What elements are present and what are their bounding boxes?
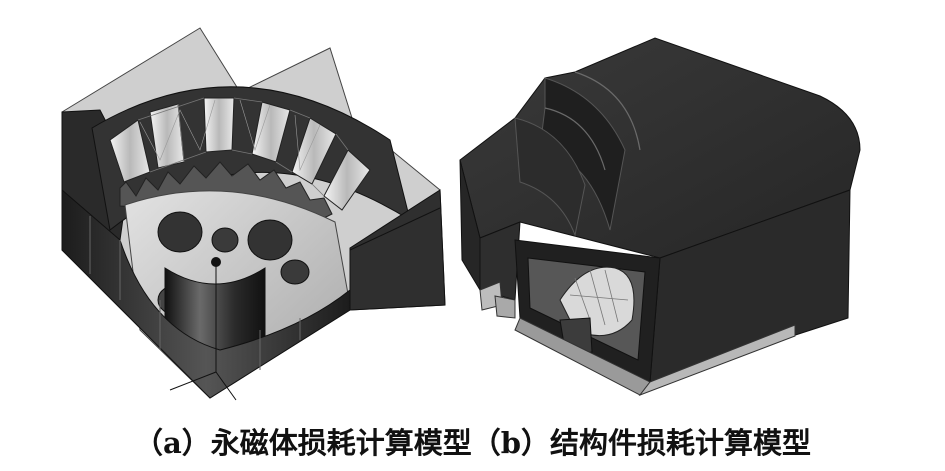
caption-a: （a）永磁体损耗计算模型	[133, 426, 472, 460]
model-a-hole	[211, 227, 239, 253]
model-a-permanent-magnet	[61, 27, 446, 401]
model-a-hole	[247, 219, 293, 261]
model-a-right-block	[349, 189, 446, 311]
model-a-hole	[157, 211, 203, 253]
model-b-base-plate-right	[638, 324, 796, 397]
model-b-foot	[494, 295, 516, 319]
model-a-base	[61, 188, 351, 399]
model-b-groove-inner	[514, 117, 586, 237]
model-a-hole	[280, 259, 310, 285]
caption-b: （b）结构件损耗计算模型	[471, 426, 812, 460]
figure-caption: （a）永磁体损耗计算模型 （b）结构件损耗计算模型	[0, 418, 945, 464]
model-a-magnet-array	[109, 97, 371, 211]
model-a-axes	[169, 207, 441, 401]
model-b-structural-parts	[459, 37, 861, 397]
